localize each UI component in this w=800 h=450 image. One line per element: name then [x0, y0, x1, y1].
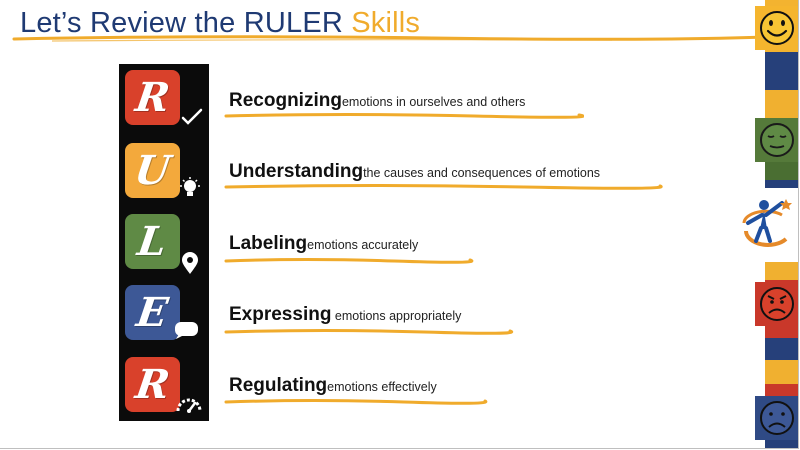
strip-segment-blue-3 [765, 338, 798, 360]
brush-underline [224, 399, 488, 405]
letter-tile-r2: R [125, 357, 180, 412]
brush-underline [224, 329, 514, 335]
letter-tile-u: U [125, 143, 180, 198]
checkmark-icon [181, 108, 203, 125]
skill-row-expressing: Expressing emotions appropriately [229, 304, 461, 326]
letter-tile-l: L [125, 214, 180, 269]
skill-description: emotions effectively [327, 380, 437, 394]
skill-row-understanding: Understandingthe causes and consequences… [229, 161, 600, 183]
strip-segment-blue [765, 52, 798, 90]
letter-tile-r: R [125, 70, 180, 125]
strip-segment-red-2 [765, 384, 798, 398]
skill-row-regulating: Regulatingemotions effectively [229, 375, 437, 397]
brush-underline [224, 258, 474, 264]
skill-keyword: Regulating [229, 375, 328, 396]
calm-face-icon [755, 118, 799, 162]
title-underline [12, 35, 769, 42]
skill-description: emotions in ourselves and others [341, 95, 526, 109]
skill-row-labeling: Labelingemotions accurately [229, 233, 418, 255]
speech-bubble-icon [175, 322, 198, 339]
brush-underline [224, 113, 584, 119]
strip-segment-yellow-2 [765, 90, 798, 118]
strip-segment-yellow-3 [765, 262, 798, 280]
strip-segment-blue-2 [765, 180, 798, 188]
skill-row-recognizing: Recognizingemotions in ourselves and oth… [229, 90, 525, 112]
sad-face-icon [755, 396, 799, 440]
angry-face-icon [755, 282, 799, 326]
lightbulb-icon [180, 177, 200, 196]
slide-title: Let’s Review the RULER Skills [20, 6, 420, 40]
brush-underline [224, 184, 663, 190]
person-globe-logo-icon [742, 199, 792, 247]
happy-face-icon [755, 6, 799, 50]
gauge-icon [176, 398, 202, 413]
skill-description: the causes and consequences of emotions [363, 166, 601, 180]
skill-keyword: Expressing [229, 304, 332, 325]
skill-keyword: Recognizing [229, 90, 342, 111]
ruler-column: R U L E [119, 64, 209, 421]
title-main: Let’s Review the RULER [20, 7, 352, 39]
skill-keyword: Labeling [229, 233, 308, 254]
location-pin-icon [182, 252, 198, 274]
skill-description: emotions accurately [307, 238, 419, 252]
skill-description: emotions appropriately [331, 309, 462, 323]
skill-keyword: Understanding [229, 161, 364, 182]
strip-segment-yellow-4 [765, 360, 798, 384]
letter-tile-e: E [125, 285, 180, 340]
title-accent: Skills [351, 7, 421, 39]
